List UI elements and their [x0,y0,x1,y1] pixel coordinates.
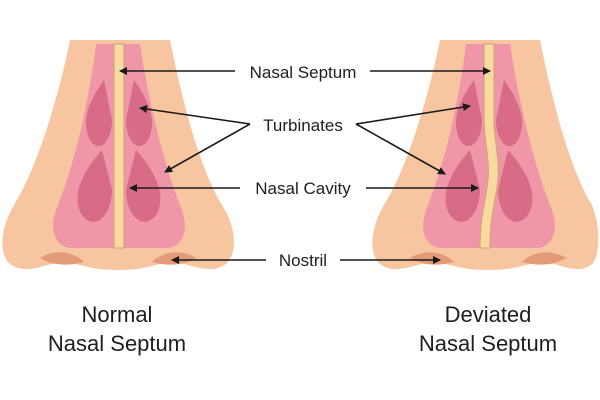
caption-deviated-line1: Deviated [445,302,532,327]
left-turbinate-1 [85,80,112,147]
right-nostril-shadow-a [410,252,454,265]
left-turbinate-4 [126,150,161,222]
right-turbinate-3 [496,80,523,147]
normal-nose-illustration [2,40,234,270]
arrow-turbinates-right-upper [355,103,471,125]
right-turbinate-2 [445,150,480,222]
left-turbinate-2 [77,150,112,222]
label-turbinates: Turbinates [263,116,343,135]
deviated-nose-illustration [372,40,599,270]
left-nostril-shadow-a [40,252,84,265]
arrow-turbinates-left-lower [164,123,251,173]
label-nostril: Nostril [279,251,327,270]
arrow-turbinates-right-lower [355,123,446,175]
left-septum [113,43,125,249]
caption-normal-line2: Nasal Septum [48,331,186,356]
right-turbinate-4 [498,150,533,222]
label-nasal-cavity: Nasal Cavity [255,179,351,198]
right-septum [479,43,499,249]
right-nostril-shadow-b [522,252,566,265]
caption-normal-line1: Normal [82,302,153,327]
right-turbinate-1 [455,80,482,147]
label-nasal-septum: Nasal Septum [250,63,357,82]
arrow-turbinates-left-upper [139,105,251,125]
left-turbinate-3 [126,80,153,147]
caption-deviated-line2: Nasal Septum [419,331,557,356]
